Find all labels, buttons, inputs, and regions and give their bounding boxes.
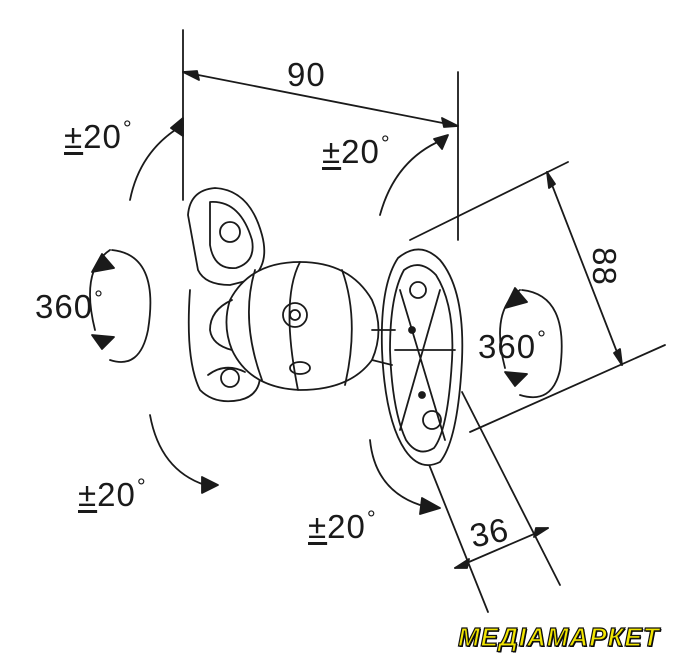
tilt-label-top-left: ±20° xyxy=(64,116,133,155)
tilt-label-bottom-right: ±20° xyxy=(308,506,377,545)
tilt-label-top-right: ±20° xyxy=(322,131,391,170)
tilt-arrow-top-left xyxy=(129,117,184,201)
tilt-arrow-bottom-left xyxy=(149,414,219,494)
depth-dimension xyxy=(427,391,561,613)
rotate-arrow-left xyxy=(89,249,152,363)
height-dimension xyxy=(409,161,666,433)
wall-plate xyxy=(187,187,266,403)
height-label: 88 xyxy=(585,247,623,286)
rotate-label-left: 360° xyxy=(35,286,104,325)
width-dimension xyxy=(182,29,459,241)
ball-joint xyxy=(209,261,380,391)
tilt-label-bottom-left: ±20° xyxy=(78,474,147,513)
width-label: 90 xyxy=(287,56,326,93)
depth-label: 36 xyxy=(466,510,513,555)
rotate-arrow-right xyxy=(499,287,563,399)
tilt-arrow-top-right xyxy=(379,134,449,216)
tilt-arrow-bottom-right xyxy=(369,439,441,515)
speaker-plate xyxy=(371,248,464,466)
rotate-label-right: 360° xyxy=(478,326,547,365)
brand-logo: МЕДІАМАРКЕТ xyxy=(457,621,660,652)
